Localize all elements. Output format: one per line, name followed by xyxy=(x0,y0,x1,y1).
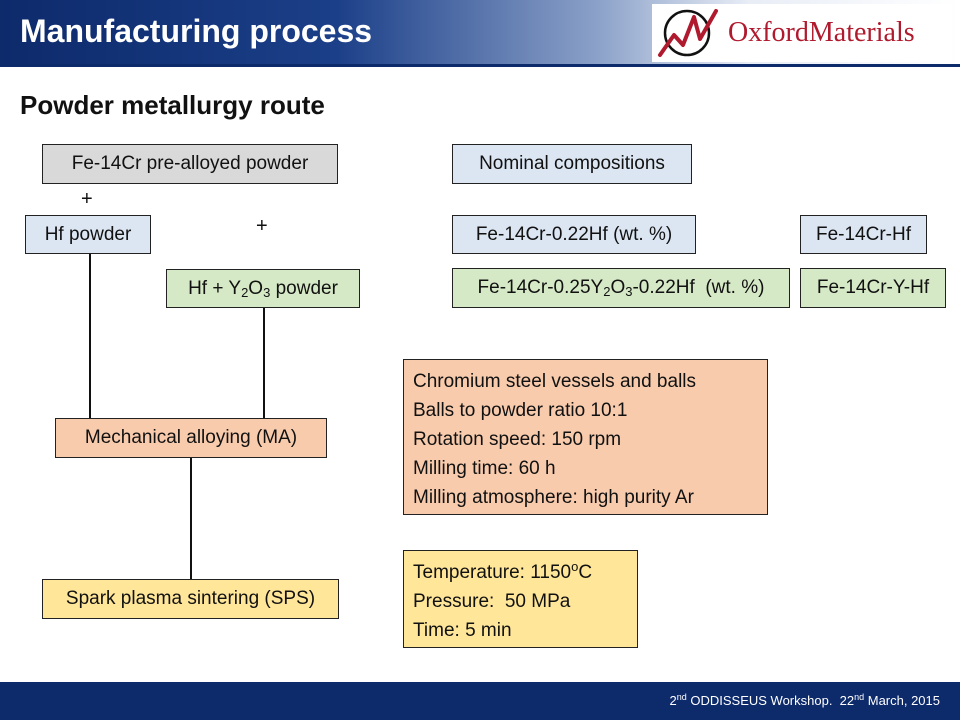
composition-2-alias-box: Fe-14Cr-Y-Hf xyxy=(800,268,946,308)
ma-param-time: Milling time: 60 h xyxy=(413,458,556,479)
base-powder-label: Fe-14Cr pre-alloyed powder xyxy=(71,153,309,174)
ma-param-atmosphere: Milling atmosphere: high purity Ar xyxy=(413,487,694,508)
sps-param-temperature: Temperature: 1150oC xyxy=(413,559,593,583)
composition-2-label: Fe-14Cr-0.25Y2O3-0.22Hf (wt. %) xyxy=(477,277,765,299)
header-rule xyxy=(0,64,960,67)
composition-2-box: Fe-14Cr-0.25Y2O3-0.22Hf (wt. %) xyxy=(452,268,790,308)
footer-bar: 2nd ODDISSEUS Workshop. 22nd March, 2015 xyxy=(0,682,960,720)
section-subtitle: Powder metallurgy route xyxy=(20,90,325,120)
plus-sign-2: + xyxy=(256,215,268,237)
logo-word-materials: Materials xyxy=(808,17,915,48)
oxford-materials-emblem-icon xyxy=(658,9,718,57)
hf-powder-label: Hf powder xyxy=(44,223,132,245)
logo-word-oxford: Oxford xyxy=(728,17,809,48)
sps-param-pressure: Pressure: 50 MPa xyxy=(413,591,571,612)
composition-1-alias-box: Fe-14Cr-Hf xyxy=(800,215,927,254)
logo-wordmark: OxfordMaterials xyxy=(728,17,915,49)
hf-y2o3-powder-box: Hf + Y2O3 powder xyxy=(166,269,360,308)
sps-label: Spark plasma sintering (SPS) xyxy=(65,588,316,609)
hf-powder-box: Hf powder xyxy=(25,215,151,254)
connector-hfy-to-ma xyxy=(263,307,265,418)
composition-1-alias-label: Fe-14Cr-Hf xyxy=(815,223,911,245)
oxford-materials-logo: OxfordMaterials xyxy=(652,4,952,62)
sps-box: Spark plasma sintering (SPS) xyxy=(42,579,339,619)
ma-param-rotation: Rotation speed: 150 rpm xyxy=(413,429,622,450)
mechanical-alloying-label: Mechanical alloying (MA) xyxy=(84,427,298,448)
composition-1-box: Fe-14Cr-0.22Hf (wt. %) xyxy=(452,215,696,254)
composition-2-alias-label: Fe-14Cr-Y-Hf xyxy=(816,277,930,298)
base-powder-box: Fe-14Cr pre-alloyed powder xyxy=(42,144,338,184)
footer-workshop-text: 2nd ODDISSEUS Workshop. 22nd March, 2015 xyxy=(669,692,940,709)
ma-parameters-box: Chromium steel vessels and balls Balls t… xyxy=(403,359,768,515)
connector-ma-to-sps xyxy=(190,457,192,579)
nominal-compositions-box: Nominal compositions xyxy=(452,144,692,184)
connector-hf-to-ma xyxy=(89,253,91,418)
plus-sign-1: + xyxy=(81,188,93,210)
nominal-compositions-heading: Nominal compositions xyxy=(479,153,665,174)
composition-1-label: Fe-14Cr-0.22Hf (wt. %) xyxy=(475,223,673,245)
hf-y2o3-powder-label: Hf + Y2O3 powder xyxy=(188,277,338,300)
sps-param-time: Time: 5 min xyxy=(413,620,512,641)
slide-title: Manufacturing process xyxy=(20,13,373,49)
ma-param-ratio: Balls to powder ratio 10:1 xyxy=(413,400,628,421)
ma-param-vessels: Chromium steel vessels and balls xyxy=(413,371,697,392)
sps-parameters-box: Temperature: 1150oC Pressure: 50 MPa Tim… xyxy=(403,550,638,648)
mechanical-alloying-box: Mechanical alloying (MA) xyxy=(55,418,327,458)
